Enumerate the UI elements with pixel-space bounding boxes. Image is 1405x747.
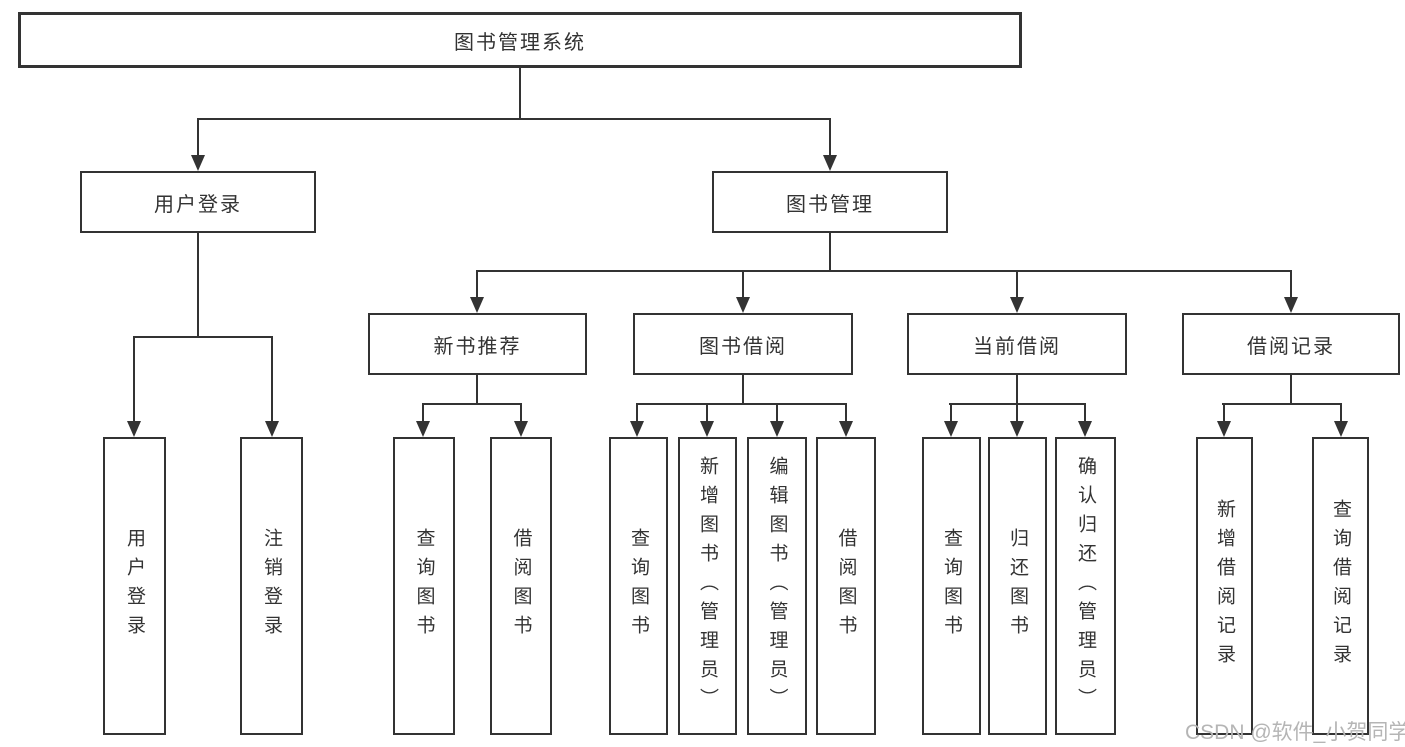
arrow-to-current-borrow-icon — [1010, 297, 1024, 313]
arrow-current-leaf3-icon — [1078, 421, 1092, 437]
connector-root-bar — [197, 118, 831, 120]
node-borrow-records: 借阅记录 — [1182, 313, 1400, 375]
connector-to-current-borrow-stem — [1016, 270, 1018, 298]
connector-records-leaf2-stem — [1340, 403, 1342, 422]
leaf-borrow-borrow-books: 借阅图书 — [816, 437, 876, 735]
arrow-to-leaf-logout-icon — [265, 421, 279, 437]
connector-to-book-management-stem — [829, 118, 831, 155]
connector-current-leaf1-stem — [950, 403, 952, 422]
connector-user-login-stem — [197, 233, 199, 337]
connector-borrow-leaf3-stem — [776, 403, 778, 422]
node-user-login: 用户登录 — [80, 171, 316, 233]
leaf-newbook-borrow-books: 借阅图书 — [490, 437, 552, 735]
arrow-to-book-borrow-icon — [736, 297, 750, 313]
arrow-to-user-login-icon — [191, 155, 205, 171]
connector-root-stem — [519, 68, 521, 120]
leaf-current-return-books: 归还图书 — [988, 437, 1047, 735]
connector-borrow-leaf1-stem — [636, 403, 638, 422]
node-book-borrow: 图书借阅 — [633, 313, 853, 375]
node-new-book-recommend: 新书推荐 — [368, 313, 587, 375]
leaf-borrow-query-books: 查询图书 — [609, 437, 668, 735]
leaf-borrow-add-books-admin: 新增图书（管理员） — [678, 437, 737, 735]
node-book-management: 图书管理 — [712, 171, 948, 233]
connector-borrow-leaf2-stem — [706, 403, 708, 422]
connector-records-leaf1-stem — [1223, 403, 1225, 422]
connector-book-management-bar — [476, 270, 1292, 272]
connector-borrow-records-stem2 — [1290, 375, 1292, 404]
csdn-watermark: CSDN @软件_小贺同学 — [1185, 721, 1405, 744]
connector-new-book-bar — [422, 403, 522, 405]
connector-newbook-leaf2-stem — [520, 403, 522, 422]
connector-borrow-leaf4-stem — [845, 403, 847, 422]
connector-to-borrow-records-stem — [1290, 270, 1292, 298]
connector-to-book-borrow-stem — [742, 270, 744, 298]
arrow-newbook-leaf1-icon — [416, 421, 430, 437]
leaf-user-login: 用户登录 — [103, 437, 166, 735]
leaf-current-query-books: 查询图书 — [922, 437, 981, 735]
connector-user-login-bar — [133, 336, 273, 338]
connector-to-leaf-logout-stem — [271, 336, 273, 422]
arrow-borrow-leaf1-icon — [630, 421, 644, 437]
connector-to-new-book-stem — [476, 270, 478, 298]
connector-current-leaf2-stem — [1016, 403, 1018, 422]
connector-current-borrow-stem2 — [1016, 375, 1018, 404]
connector-book-management-stem — [829, 233, 831, 271]
node-library-management-system: 图书管理系统 — [18, 12, 1022, 68]
arrow-borrow-leaf3-icon — [770, 421, 784, 437]
leaf-records-query-borrow-record: 查询借阅记录 — [1312, 437, 1369, 735]
arrow-current-leaf2-icon — [1010, 421, 1024, 437]
connector-newbook-leaf1-stem — [422, 403, 424, 422]
leaf-borrow-edit-books-admin: 编辑图书（管理员） — [747, 437, 807, 735]
connector-current-leaf3-stem — [1084, 403, 1086, 422]
arrow-newbook-leaf2-icon — [514, 421, 528, 437]
arrow-to-new-book-icon — [470, 297, 484, 313]
arrow-borrow-leaf2-icon — [700, 421, 714, 437]
connector-to-user-login-stem — [197, 118, 199, 155]
leaf-newbook-query-books: 查询图书 — [393, 437, 455, 735]
leaf-current-confirm-return-admin: 确认归还（管理员） — [1055, 437, 1116, 735]
node-current-borrow: 当前借阅 — [907, 313, 1127, 375]
arrow-to-borrow-records-icon — [1284, 297, 1298, 313]
connector-book-borrow-stem2 — [742, 375, 744, 404]
arrow-borrow-leaf4-icon — [839, 421, 853, 437]
arrow-to-leaf-login-icon — [127, 421, 141, 437]
arrow-records-leaf1-icon — [1217, 421, 1231, 437]
connector-book-borrow-bar — [636, 403, 847, 405]
arrow-current-leaf1-icon — [944, 421, 958, 437]
leaf-logout: 注销登录 — [240, 437, 303, 735]
connector-borrow-records-bar — [1222, 403, 1342, 405]
connector-new-book-stem — [476, 375, 478, 404]
arrow-records-leaf2-icon — [1334, 421, 1348, 437]
arrow-to-book-management-icon — [823, 155, 837, 171]
connector-to-leaf-login-stem — [133, 336, 135, 422]
leaf-records-add-borrow-record: 新增借阅记录 — [1196, 437, 1253, 735]
